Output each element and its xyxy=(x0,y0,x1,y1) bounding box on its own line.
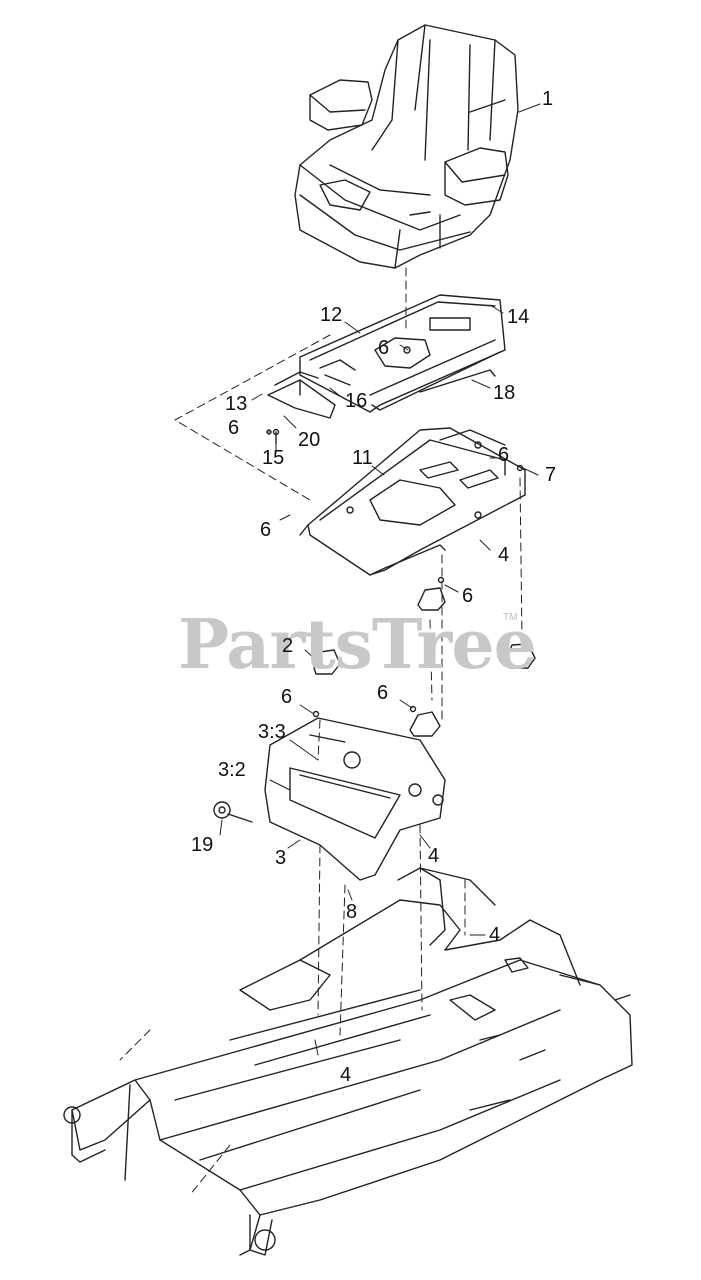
callout-13: 13 xyxy=(225,393,248,415)
callout-8: 8 xyxy=(346,901,358,923)
trademark-mark: TM xyxy=(503,612,518,623)
seat-bracket[interactable] xyxy=(266,359,356,445)
callout-3-3: 3:3 xyxy=(258,721,286,743)
callout-19: 19 xyxy=(191,834,214,856)
callout-6: 6 xyxy=(498,444,510,466)
callout-6: 6 xyxy=(462,585,474,607)
adjust-knob[interactable] xyxy=(213,801,253,823)
callout-3: 3 xyxy=(275,847,287,869)
isolator-mounts[interactable] xyxy=(312,464,536,737)
callout-4: 4 xyxy=(428,845,440,867)
seat-mount-plate[interactable] xyxy=(299,294,506,413)
watermark-text: PartsTree xyxy=(178,605,537,685)
mower-frame[interactable] xyxy=(63,867,633,1256)
callout-7: 7 xyxy=(545,464,557,486)
callout-1: 1 xyxy=(542,88,554,110)
callout-6: 6 xyxy=(228,417,240,439)
seat-assembly[interactable] xyxy=(294,24,519,269)
callout-4: 4 xyxy=(498,544,510,566)
callout-2: 2 xyxy=(282,635,294,657)
callout-4: 4 xyxy=(489,924,501,946)
callout-11: 11 xyxy=(352,447,373,469)
callout-6: 6 xyxy=(281,686,293,708)
callout-14: 14 xyxy=(507,306,530,328)
callout-15: 15 xyxy=(262,447,285,469)
assembly-centerlines xyxy=(119,267,523,1196)
callout-6: 6 xyxy=(377,682,389,704)
callout-6: 6 xyxy=(260,519,272,541)
callout-3-2: 3:2 xyxy=(218,759,246,781)
leader-lines xyxy=(219,103,541,1056)
callout-12: 12 xyxy=(320,304,343,326)
callout-4: 4 xyxy=(340,1064,352,1086)
callout-16: 16 xyxy=(345,390,368,412)
callout-6: 6 xyxy=(378,337,390,359)
deck-plate[interactable] xyxy=(264,717,446,881)
callout-18: 18 xyxy=(493,382,516,404)
seat-sub-plate[interactable] xyxy=(299,427,526,576)
callout-20: 20 xyxy=(298,429,321,451)
